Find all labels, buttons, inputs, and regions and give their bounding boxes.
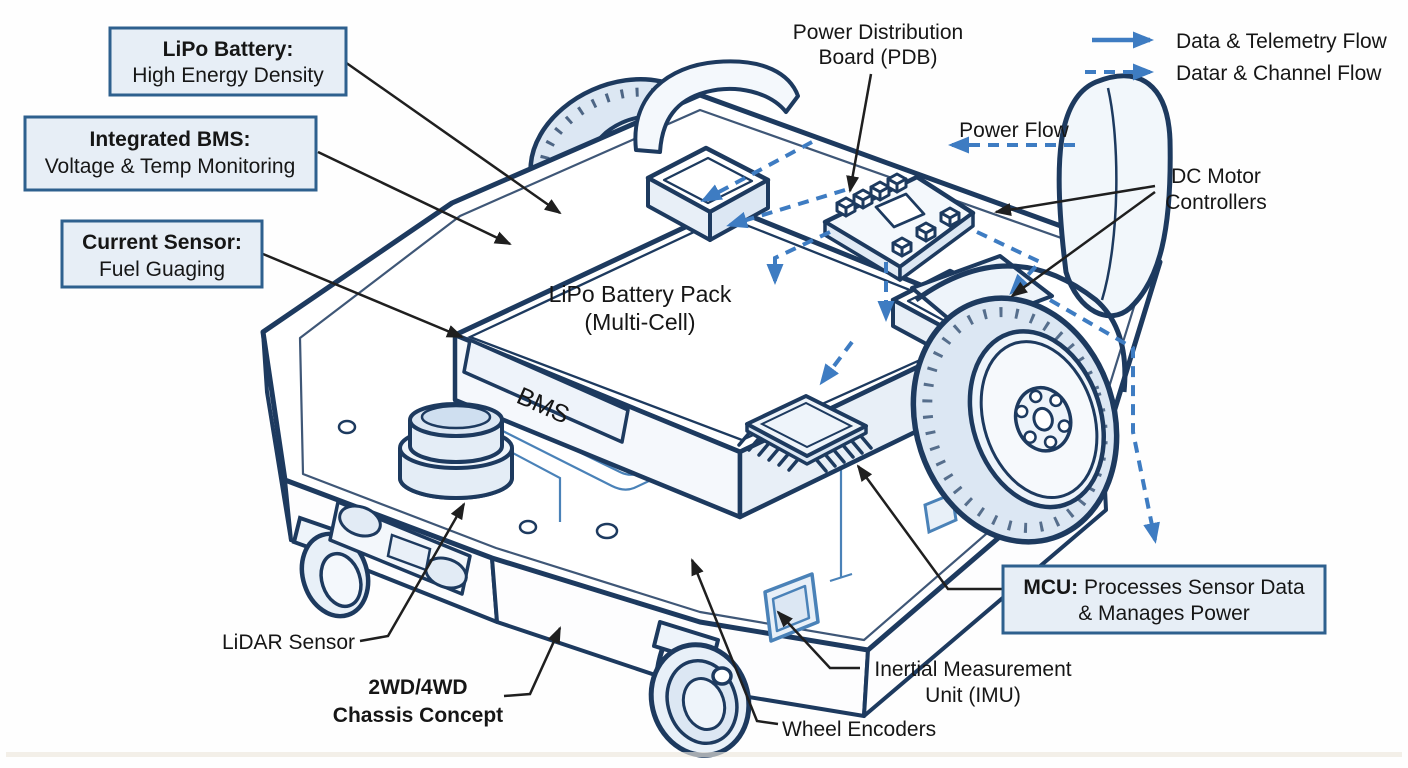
legend: Data & Telemetry Flow Datar & Channel Fl… bbox=[1085, 30, 1388, 85]
callout-current-title: Current Sensor: bbox=[82, 231, 242, 254]
caster-wheel-left bbox=[291, 515, 371, 619]
caster-wheel-front bbox=[648, 620, 752, 758]
wheel-encoders-label: Wheel Encoders bbox=[782, 718, 936, 741]
battery-label-line1: LiPo Battery Pack bbox=[549, 281, 732, 307]
imu-label-line2: Unit (IMU) bbox=[925, 684, 1021, 707]
pdb-board bbox=[822, 172, 976, 282]
dc-motor-label-line2: Controllers bbox=[1165, 191, 1267, 214]
dc-motor-label-line1: DC Motor bbox=[1171, 165, 1261, 188]
callout-current-sensor: Current Sensor: Fuel Guaging bbox=[60, 219, 264, 289]
motor-controller-left bbox=[645, 145, 771, 242]
label-arrows bbox=[262, 60, 1156, 726]
mcu-chip bbox=[737, 394, 873, 473]
lidar-sensor bbox=[398, 402, 514, 500]
callout-bms-desc: Voltage & Temp Monitoring bbox=[45, 155, 296, 178]
callout-bms-title: Integrated BMS: bbox=[89, 128, 250, 151]
callout-integrated-bms: Integrated BMS: Voltage & Temp Monitorin… bbox=[23, 115, 318, 192]
rear-right-fender bbox=[1056, 73, 1173, 319]
lidar-label: LiDAR Sensor bbox=[222, 631, 355, 654]
callout-lipo-battery: LiPo Battery: High Energy Density bbox=[108, 26, 348, 97]
callout-mcu-title: MCU: bbox=[1023, 576, 1078, 599]
legend-dashed-label: Datar & Channel Flow bbox=[1176, 62, 1382, 85]
rear-left-fender bbox=[633, 59, 800, 154]
callout-mcu: MCU: Processes Sensor Data & Manages Pow… bbox=[1001, 564, 1327, 635]
legend-solid-label: Data & Telemetry Flow bbox=[1176, 30, 1388, 53]
svg-text:MCU: Processes Sensor Data: MCU: Processes Sensor Data bbox=[1023, 576, 1305, 599]
pdb-label-line2: Board (PDB) bbox=[818, 46, 937, 69]
callout-lipo-desc: High Energy Density bbox=[132, 64, 324, 87]
callout-mcu-desc2: & Manages Power bbox=[1078, 602, 1250, 625]
pdb-label-line1: Power Distribution bbox=[793, 21, 963, 44]
imu-label-line1: Inertial Measurement bbox=[874, 658, 1071, 681]
bottom-artifact-strip bbox=[6, 752, 1402, 757]
right-wheel bbox=[910, 254, 1128, 545]
chassis-label-line2: Chassis Concept bbox=[333, 704, 503, 727]
front-sensor-panel bbox=[328, 500, 472, 596]
callout-mcu-desc1: Processes Sensor Data bbox=[1078, 576, 1305, 599]
chassis-label-line1: 2WD/4WD bbox=[368, 676, 467, 699]
callout-current-desc: Fuel Guaging bbox=[99, 258, 225, 281]
power-flow-label: Power Flow bbox=[959, 119, 1070, 142]
callout-lipo-title: LiPo Battery: bbox=[163, 38, 294, 61]
text-labels: Power Distribution Board (PDB) Power Flo… bbox=[222, 21, 1267, 741]
battery-label-line2: (Multi-Cell) bbox=[584, 309, 695, 335]
